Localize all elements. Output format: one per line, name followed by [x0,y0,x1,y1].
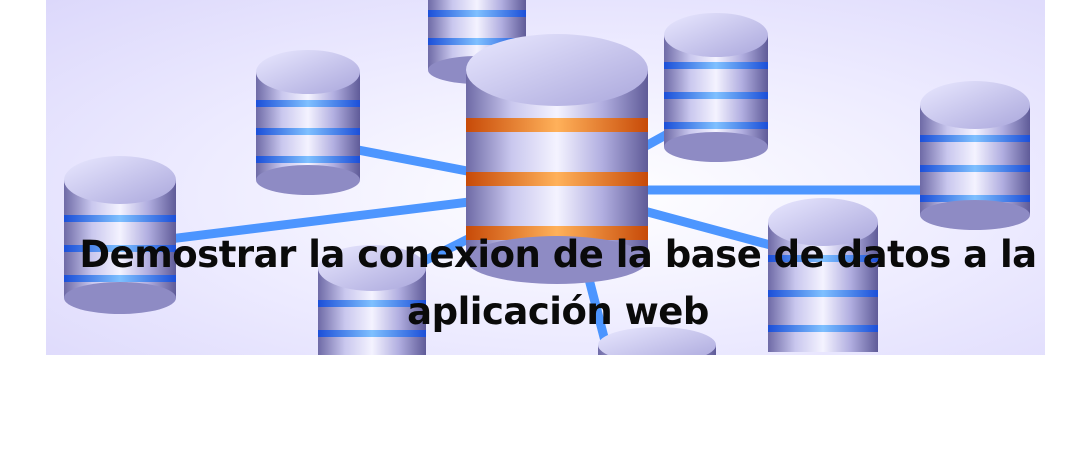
database-node-central [466,34,648,284]
page-title: Demostrar la conexion de la base de dato… [79,233,1037,333]
database-node-upper-right [664,13,768,162]
database-network-icon [64,0,1030,355]
database-node-left [64,156,176,314]
database-node-right [920,81,1030,230]
database-node-lower-left [318,245,426,355]
database-node-bottom [598,327,716,355]
database-node-upper-left [256,50,360,195]
hero-banner-image [46,0,1045,355]
database-node-lower-right [768,198,878,352]
